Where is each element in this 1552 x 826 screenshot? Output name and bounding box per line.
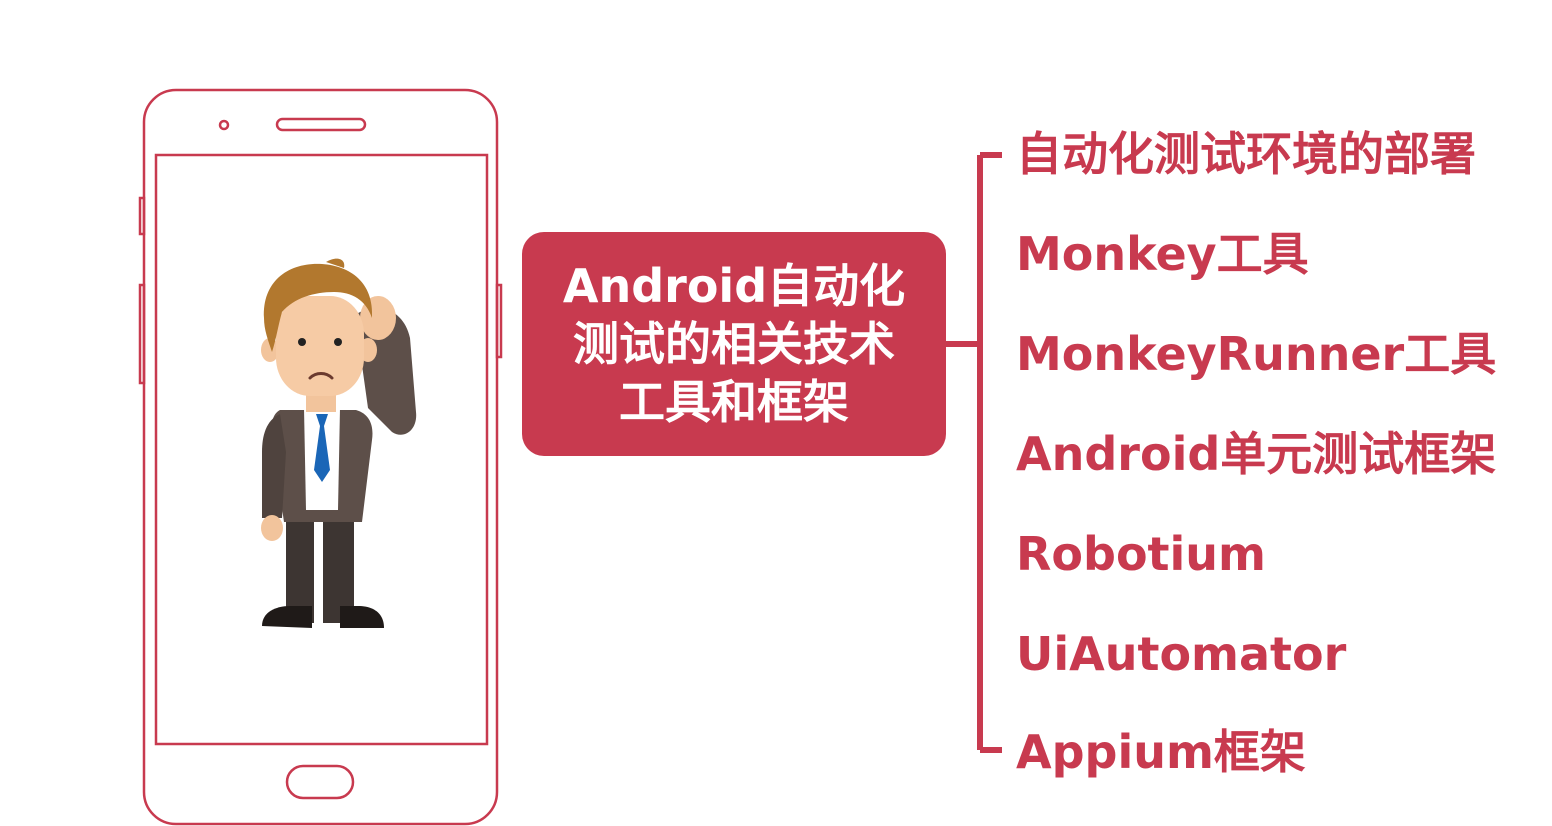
central-topic-line-1: Android自动化 [562, 259, 906, 313]
smartphone-icon [138, 88, 503, 826]
branch-item-environment-deployment: 自动化测试环境的部署 [1016, 127, 1476, 181]
confused-man-figure [261, 258, 417, 628]
phone-home-button [285, 764, 355, 800]
branch-item-monkey: Monkey工具 [1016, 227, 1309, 281]
phone-side-button [138, 283, 146, 385]
branch-item-uiautomator: UiAutomator [1016, 627, 1347, 681]
branch-item-android-unit-test: Android单元测试框架 [1016, 427, 1497, 481]
phone-speaker [275, 117, 367, 132]
phone-side-button [495, 283, 503, 359]
branch-item-appium: Appium框架 [1016, 725, 1306, 779]
branch-item-robotium: Robotium [1016, 527, 1266, 581]
central-topic-line-3: 工具和框架 [619, 375, 849, 429]
central-topic-box: Android自动化 测试的相关技术 工具和框架 [522, 232, 946, 456]
phone-screen [154, 153, 489, 746]
central-topic-line-2: 测试的相关技术 [573, 317, 895, 371]
branch-item-monkeyrunner: MonkeyRunner工具 [1016, 327, 1497, 381]
phone-side-button [138, 196, 146, 236]
phone-camera [218, 119, 230, 131]
mindmap-connectors [946, 152, 1002, 753]
phone-body [142, 88, 499, 826]
